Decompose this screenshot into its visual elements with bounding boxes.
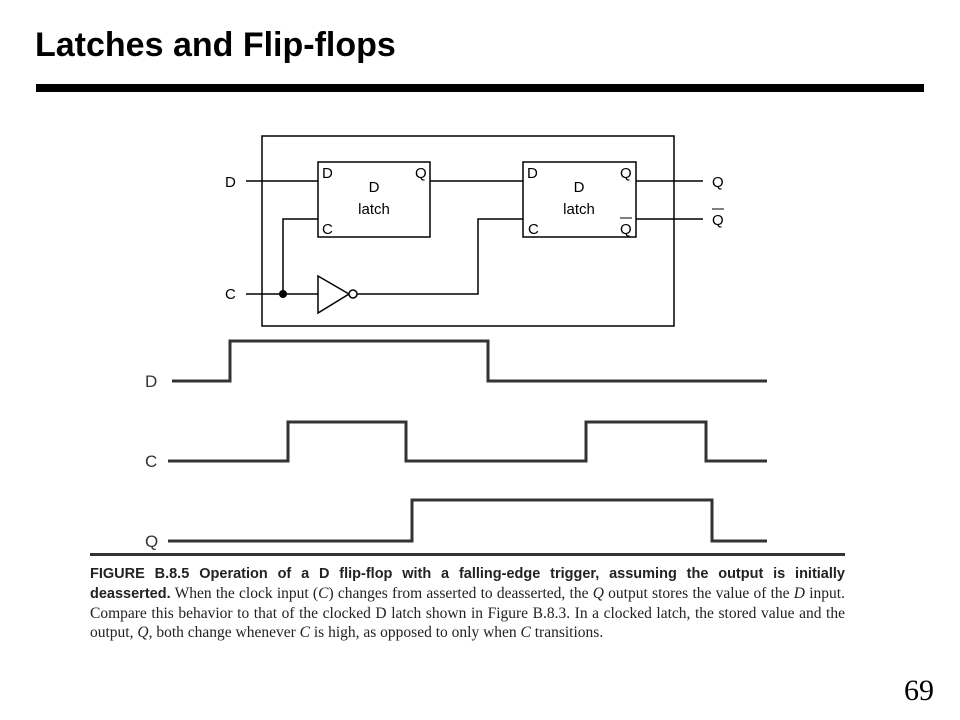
q-waveform-label: Q <box>145 532 158 551</box>
latch-1-name: D <box>369 179 380 196</box>
caption-text: ) changes from asserted to deasserted, t… <box>328 585 593 602</box>
inverter-bubble <box>348 289 358 299</box>
latch-2-pin-qbar: Q <box>620 221 632 238</box>
caption-text: input. Compare this behavior to that of … <box>90 585 845 641</box>
page-number: 69 <box>904 674 934 707</box>
latch-2-type: latch <box>563 201 595 218</box>
latch-1-type: latch <box>358 201 390 218</box>
inverter-gate <box>317 274 351 315</box>
caption-var: C <box>520 624 531 641</box>
latch-1-pin-d: D <box>322 165 333 182</box>
d-input-label: D <box>225 174 236 191</box>
q-waveform <box>168 498 767 543</box>
caption-var: C <box>299 624 310 641</box>
caption-var: Q <box>137 624 149 641</box>
caption-text: When the clock input ( <box>170 585 319 602</box>
c-input-label: C <box>225 286 236 303</box>
caption-var: D <box>793 585 805 602</box>
caption-text: , both change whenever <box>148 624 300 641</box>
timing-waveforms <box>168 339 767 543</box>
caption-var: C <box>318 585 329 602</box>
caption-var: Q <box>592 585 604 602</box>
latch-1-pin-q: Q <box>415 165 427 182</box>
latch-2-pin-c: C <box>528 221 539 238</box>
latch-2-pin-q: Q <box>620 165 632 182</box>
c-waveform-label: C <box>145 452 157 471</box>
caption-text: is high, as opposed to only when <box>310 624 521 641</box>
q-output-label: Q <box>712 174 724 191</box>
latch-2-name: D <box>574 179 585 196</box>
d-waveform-label: D <box>145 372 157 391</box>
caption-bold-text: Operation of a D flip-flop with a fallin… <box>90 566 845 602</box>
inverted-clock-wire <box>357 218 523 295</box>
latch-1-pin-c: C <box>322 221 333 238</box>
latch-2-box <box>522 161 637 238</box>
caption-text: output stores the value of the <box>603 585 794 602</box>
figure-label: FIGURE B.8.5 <box>90 566 190 582</box>
slide-title: Latches and Flip-flops <box>35 26 396 64</box>
clock-to-latch-1-wire <box>282 218 318 294</box>
caption-rule <box>90 553 845 556</box>
c-waveform <box>168 420 767 463</box>
latch-1-box <box>317 161 431 238</box>
title-rule <box>36 84 924 92</box>
d-waveform <box>172 339 767 383</box>
flip-flop-enclosure <box>261 135 675 327</box>
latch-2-pin-d: D <box>527 165 538 182</box>
qbar-output-label: Q <box>712 212 724 229</box>
circuit-schematic <box>246 135 724 327</box>
clock-junction-dot <box>279 290 287 298</box>
caption-text: transitions. <box>530 624 604 641</box>
